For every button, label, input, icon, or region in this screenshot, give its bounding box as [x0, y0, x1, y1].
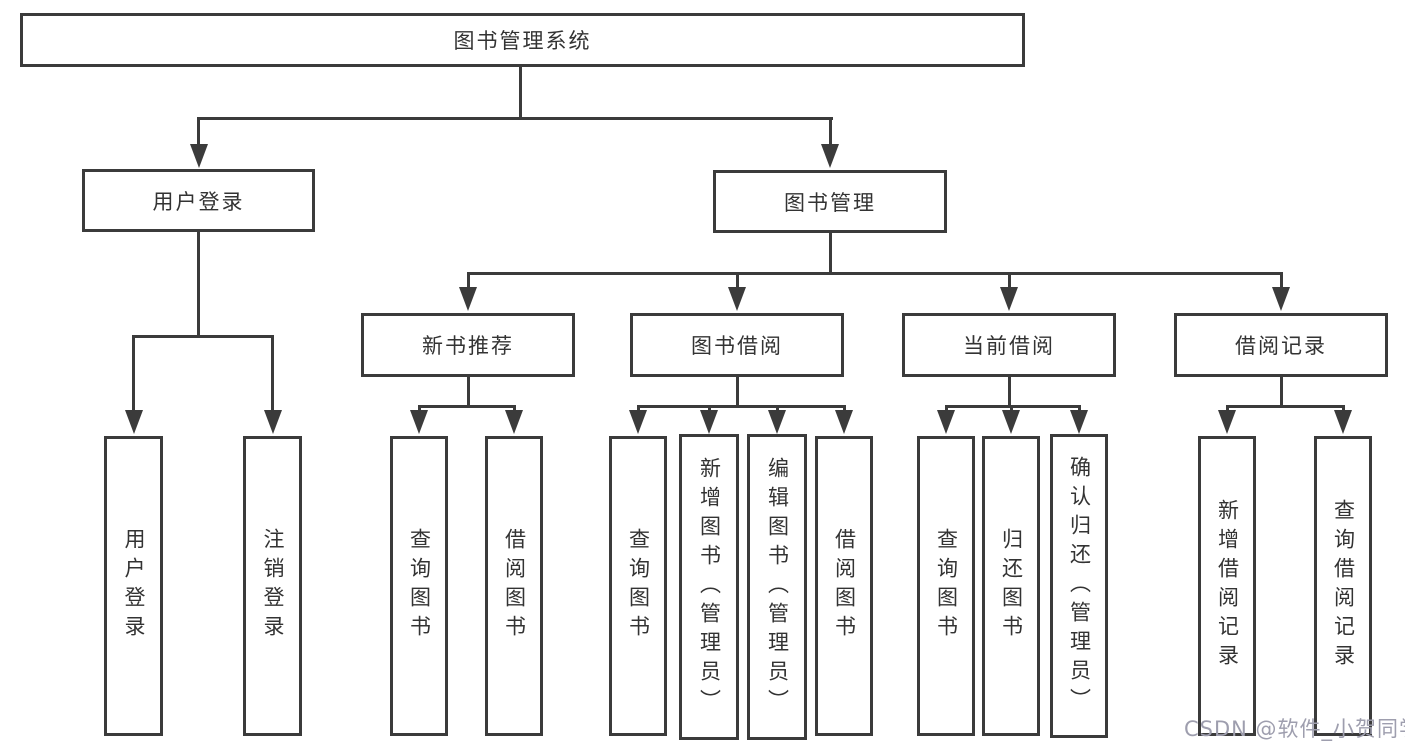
- leaf-logout: 注销登录: [243, 436, 302, 736]
- connector-stem-level3: [466, 272, 470, 289]
- arrowhead-down-icon: [728, 287, 746, 311]
- leaf-return-books: 归还图书: [982, 436, 1040, 736]
- connector-book-management-split: [466, 272, 1283, 275]
- arrowhead-down-icon: [937, 410, 955, 434]
- connector-borrowing-records-drop: [1279, 377, 1283, 406]
- arrowhead-down-icon: [1272, 287, 1290, 311]
- connector-borrowing-records-split: [1225, 405, 1345, 408]
- connector-stem-leaf: [417, 405, 421, 414]
- arrowhead-down-icon: [459, 287, 477, 311]
- leaf-borrow-books-label: 借阅图书: [832, 528, 857, 644]
- node-root: 图书管理系统: [20, 13, 1025, 67]
- connector-book-borrowing-drop: [735, 377, 739, 406]
- node-current-borrowing-label: 当前借阅: [963, 334, 1055, 358]
- leaf-query-borrow-record: 查询借阅记录: [1314, 436, 1372, 736]
- connector-root-drop: [518, 67, 522, 118]
- connector-stem-level3: [1007, 272, 1011, 289]
- leaf-borrow-books-label: 借阅图书: [502, 528, 527, 644]
- arrowhead-down-icon: [629, 410, 647, 434]
- leaf-user-login-label: 用户登录: [122, 528, 146, 644]
- leaf-query-books-label: 查询图书: [407, 528, 432, 644]
- leaf-query-books-label: 查询图书: [934, 528, 959, 644]
- leaf-query-books-current: 查询图书: [917, 436, 975, 736]
- node-root-label: 图书管理系统: [453, 29, 592, 53]
- leaf-query-books-borrowing: 查询图书: [609, 436, 667, 736]
- arrowhead-down-icon: [821, 144, 839, 168]
- leaf-query-books-newbooks: 查询图书: [390, 436, 448, 736]
- leaf-return-books-label: 归还图书: [999, 528, 1024, 644]
- connector-user-login-split: [132, 335, 274, 338]
- node-book-borrowing-label: 图书借阅: [691, 334, 783, 358]
- arrowhead-down-icon: [410, 410, 428, 434]
- node-new-book-recommend: 新书推荐: [361, 313, 575, 377]
- node-book-management-label: 图书管理: [784, 190, 876, 215]
- arrowhead-down-icon: [1070, 410, 1088, 434]
- connector-stem-leaf: [271, 335, 274, 413]
- connector-stem-leaf: [707, 405, 711, 414]
- arrowhead-down-icon: [1334, 410, 1352, 434]
- connector-stem-leaf: [512, 405, 516, 414]
- arrowhead-down-icon: [1002, 410, 1020, 434]
- arrowhead-down-icon: [124, 410, 143, 434]
- connector-book-borrowing-split: [636, 405, 846, 408]
- connector-new-books-drop: [466, 377, 470, 406]
- connector-stem-user-login: [197, 117, 200, 147]
- leaf-add-books-admin-label: 新增图书（管理员）: [697, 456, 722, 718]
- leaf-add-borrow-record-label: 新增借阅记录: [1215, 499, 1240, 673]
- leaf-add-books-admin: 新增图书（管理员）: [679, 434, 739, 740]
- connector-stem-leaf: [775, 405, 779, 414]
- leaf-query-books-label: 查询图书: [626, 528, 651, 644]
- arrowhead-down-icon: [700, 410, 718, 434]
- node-user-login: 用户登录: [82, 169, 315, 232]
- connector-user-login-drop: [197, 232, 200, 336]
- node-current-borrowing: 当前借阅: [902, 313, 1116, 377]
- leaf-logout-label: 注销登录: [261, 528, 285, 644]
- node-borrowing-records-label: 借阅记录: [1235, 334, 1327, 358]
- leaf-query-borrow-record-label: 查询借阅记录: [1331, 499, 1356, 673]
- csdn-watermark: CSDN @软件_小贺同学: [1184, 717, 1405, 741]
- arrowhead-down-icon: [1000, 287, 1018, 311]
- node-book-borrowing: 图书借阅: [630, 313, 844, 377]
- connector-stem-leaf: [842, 405, 846, 414]
- connector-current-borrowing-drop: [1007, 377, 1011, 406]
- leaf-borrow-books-newbooks: 借阅图书: [485, 436, 543, 736]
- arrowhead-down-icon: [263, 410, 282, 434]
- connector-stem-leaf: [1341, 405, 1345, 414]
- connector-stem-leaf: [1009, 405, 1013, 414]
- connector-stem-level3: [1279, 272, 1283, 289]
- connector-current-borrowing-split: [944, 405, 1081, 408]
- leaf-edit-books-admin: 编辑图书（管理员）: [747, 434, 807, 740]
- connector-stem-leaf: [636, 405, 640, 414]
- arrowhead-down-icon: [835, 410, 853, 434]
- connector-root-split: [197, 117, 833, 120]
- node-borrowing-records: 借阅记录: [1174, 313, 1388, 377]
- leaf-confirm-return-admin-label: 确认归还（管理员）: [1067, 455, 1092, 717]
- connector-stem-leaf: [1077, 405, 1081, 414]
- connector-stem-level3: [735, 272, 739, 289]
- node-user-login-label: 用户登录: [152, 189, 245, 214]
- leaf-confirm-return-admin: 确认归还（管理员）: [1050, 434, 1108, 738]
- leaf-add-borrow-record: 新增借阅记录: [1198, 436, 1256, 736]
- leaf-edit-books-admin-label: 编辑图书（管理员）: [765, 456, 790, 718]
- leaf-borrow-books-borrowing: 借阅图书: [815, 436, 873, 736]
- connector-stem-leaf: [132, 335, 135, 413]
- connector-stem-book-management: [829, 117, 832, 147]
- connector-book-management-drop: [828, 233, 832, 274]
- arrowhead-down-icon: [505, 410, 523, 434]
- node-book-management: 图书管理: [713, 170, 947, 233]
- arrowhead-down-icon: [1218, 410, 1236, 434]
- leaf-user-login: 用户登录: [104, 436, 163, 736]
- connector-stem-leaf: [944, 405, 948, 414]
- node-new-book-recommend-label: 新书推荐: [422, 334, 514, 358]
- arrowhead-down-icon: [189, 144, 208, 168]
- connector-new-books-split: [417, 405, 516, 408]
- connector-stem-leaf: [1225, 405, 1229, 414]
- arrowhead-down-icon: [768, 410, 786, 434]
